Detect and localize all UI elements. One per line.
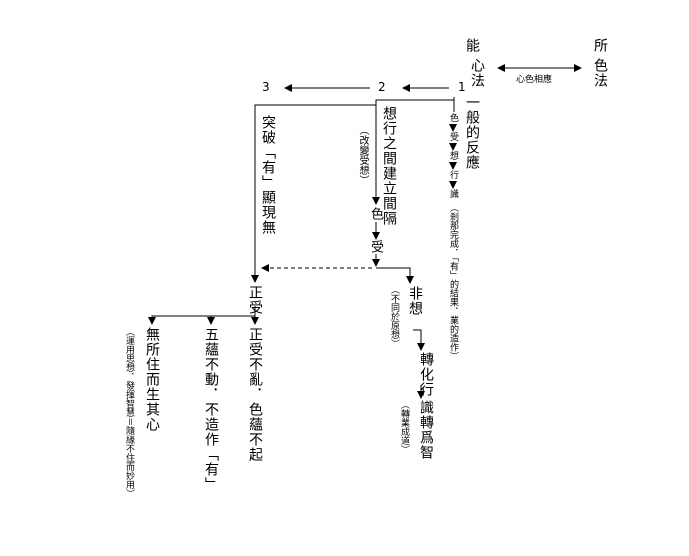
chain-shi: 識	[448, 189, 458, 198]
xinfa-label: 心法	[469, 58, 485, 88]
col1-note: （剎那完成．「有」的結果．業的造作）	[448, 203, 458, 361]
branch-c-note: （運用思想．發揮智慧＝隨緣不住而妙用）	[124, 327, 134, 498]
branch-b-label: 五蘊不動．不造作「有」	[203, 327, 219, 492]
feixiang-note: （不同於原想）	[389, 285, 399, 348]
col2-sub: （改變受想）	[357, 125, 368, 185]
chain-xing: 行	[448, 170, 458, 179]
connector-col2-col3	[251, 104, 376, 283]
zhishi-label: 識轉爲智	[418, 400, 434, 460]
chain-xiang: 想	[448, 151, 458, 160]
neng-label: 能	[464, 38, 480, 53]
zhishi-note: （轉業成道）	[399, 400, 409, 454]
connector-col1-col2	[372, 99, 454, 205]
branch-c-label: 無所住而生其心	[144, 327, 160, 432]
chain-shou: 受	[448, 132, 458, 141]
connector-feixiang-zhuanhua	[413, 329, 425, 351]
sefa-label: 色法	[592, 58, 608, 88]
zhuanhuaxing-label: 轉化行	[418, 352, 434, 397]
col2-title: 想行之間建立間隔	[381, 106, 397, 226]
level-number-1: 1	[458, 80, 466, 94]
col2-shou: 受	[368, 240, 383, 253]
connector-to-feixiang	[376, 267, 414, 284]
zhengshou-label: 正受	[247, 285, 263, 315]
col3-title: 突破「有」顯現無	[260, 115, 276, 235]
col3-branch-b	[207, 315, 255, 325]
col3-branch-c	[148, 315, 211, 325]
level-number-2: 2	[378, 80, 386, 94]
col2-se: 色	[368, 207, 383, 220]
level-number-3: 3	[262, 80, 270, 94]
relation-label: 心色相應	[516, 75, 553, 85]
col1-title: 一般的反應	[464, 95, 480, 170]
branch-a-label: 正受不亂．色蘊不起	[247, 327, 263, 462]
feixiang-label: 非想	[407, 286, 423, 316]
suo-label: 所	[592, 38, 608, 53]
chain-se: 色	[448, 113, 458, 122]
